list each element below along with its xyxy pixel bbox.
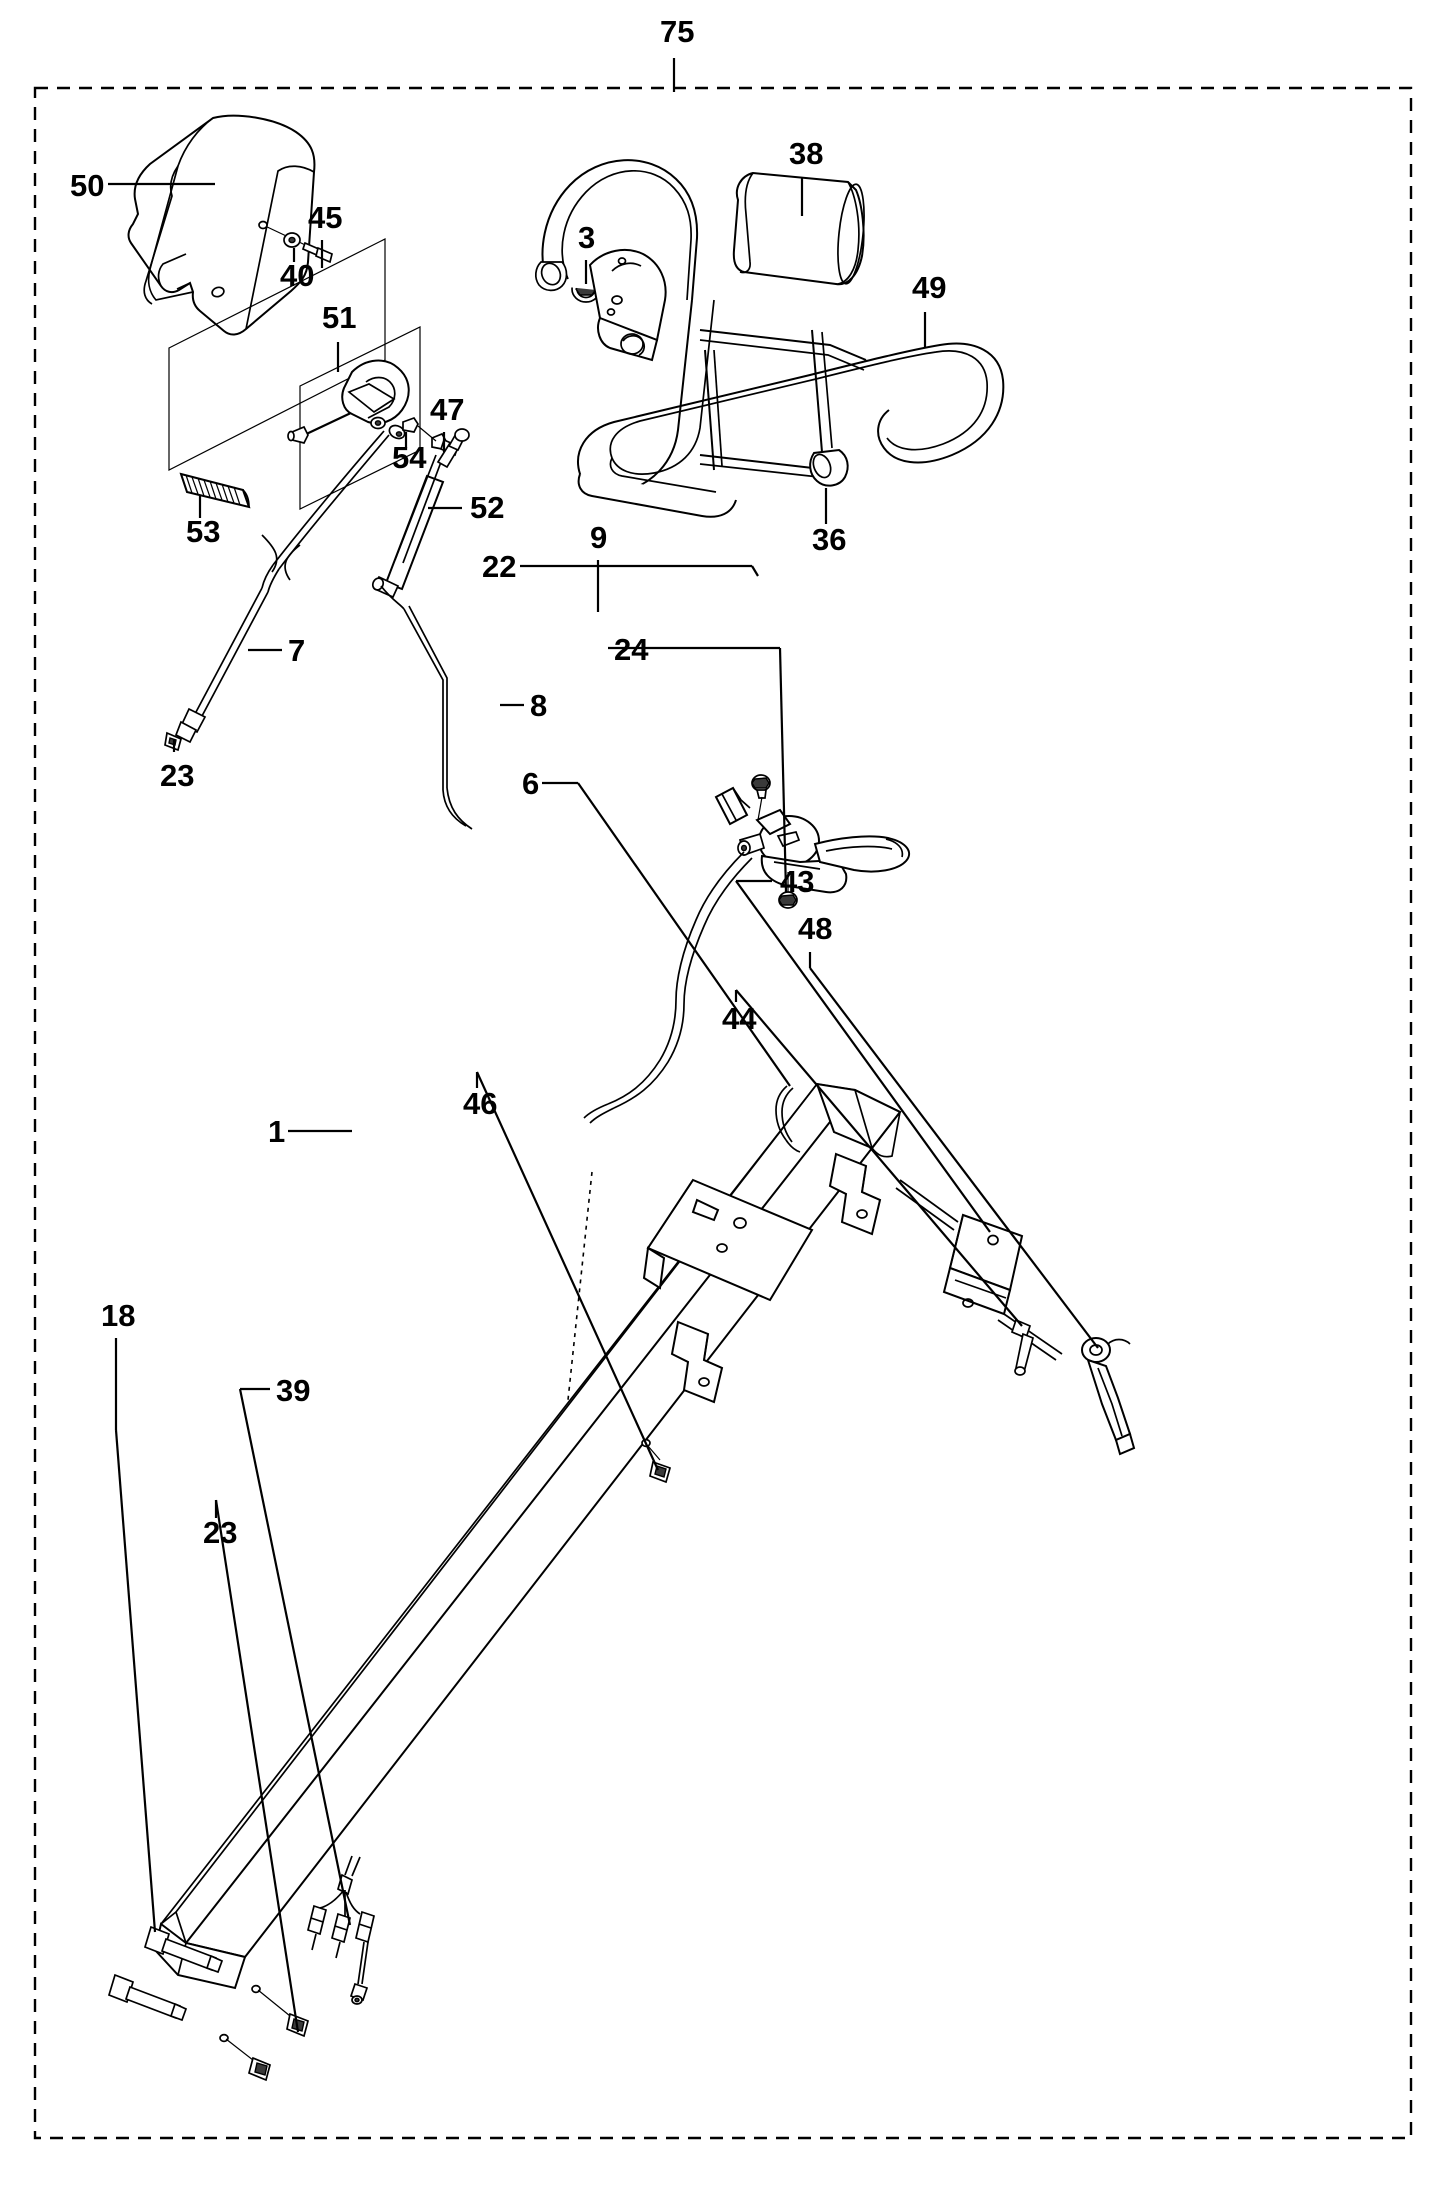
- part-8-throttle-cable: [583, 851, 753, 1124]
- callout-48: 48: [798, 911, 832, 946]
- callout-43: 43: [780, 864, 814, 899]
- diagram-frame: [33, 86, 1413, 2140]
- callout-47: 47: [430, 392, 464, 427]
- callout-numbers: 75 50 45 40 51 47 54 52 53 3 38 49 36 9 …: [70, 14, 946, 1550]
- part-36-end-cap: [809, 448, 849, 487]
- part-45-bolt: [258, 220, 334, 264]
- part-23-lock-nut-bottom: [219, 1984, 310, 2082]
- callout-18: 18: [101, 1298, 135, 1333]
- callout-23-upper: 23: [160, 758, 194, 793]
- callout-75: 75: [660, 14, 694, 49]
- part-7-control-cable: [174, 534, 301, 744]
- part-48-lever-arm: [1081, 1337, 1136, 1456]
- callout-50: 50: [70, 168, 104, 203]
- callout-51: 51: [322, 300, 356, 335]
- callout-22: 22: [482, 549, 516, 584]
- part-38-grip-handle-bar: [732, 171, 865, 286]
- callout-46: 46: [463, 1086, 497, 1121]
- callout-leaders: [108, 58, 1099, 2033]
- part-9-throttle-control-lever: [714, 786, 911, 894]
- part-44-pin: [1010, 1318, 1035, 1376]
- part-51-cable-control-rod: [168, 238, 421, 570]
- callout-54: 54: [392, 440, 427, 475]
- part-54-nut: [402, 416, 419, 433]
- callout-39: 39: [276, 1373, 310, 1408]
- part-40-washer: [283, 232, 301, 248]
- part-52-gas-strut-damper: [371, 428, 473, 830]
- callout-3: 3: [578, 220, 595, 255]
- part-22-screw: [751, 774, 771, 821]
- part-49-handlebar-loop: [535, 159, 1005, 518]
- callout-52: 52: [470, 490, 504, 525]
- callout-44: 44: [722, 1001, 757, 1036]
- part-18-carriage-bolt: [107, 1925, 224, 2022]
- callout-23-lower: 23: [203, 1515, 237, 1550]
- callout-53: 53: [186, 514, 220, 549]
- part-53-threaded-rod: [179, 472, 251, 509]
- callout-40: 40: [280, 258, 314, 293]
- callout-7: 7: [288, 633, 305, 668]
- part-1-handle-tube-shaft: [153, 1082, 902, 1990]
- callout-1: 1: [268, 1114, 285, 1149]
- callout-49: 49: [912, 270, 946, 305]
- callout-6: 6: [522, 766, 539, 801]
- part-50-handle-cover-pad: [127, 114, 316, 336]
- part-43-bracket-clamp: [895, 1179, 1063, 1361]
- callout-9: 9: [590, 520, 607, 555]
- callout-8: 8: [530, 688, 547, 723]
- callout-38: 38: [789, 136, 823, 171]
- callout-36: 36: [812, 522, 846, 557]
- part-24-screw: [778, 872, 798, 909]
- callout-24: 24: [614, 632, 649, 667]
- callout-45: 45: [308, 200, 342, 235]
- part-6-wire-clip: [775, 1085, 801, 1153]
